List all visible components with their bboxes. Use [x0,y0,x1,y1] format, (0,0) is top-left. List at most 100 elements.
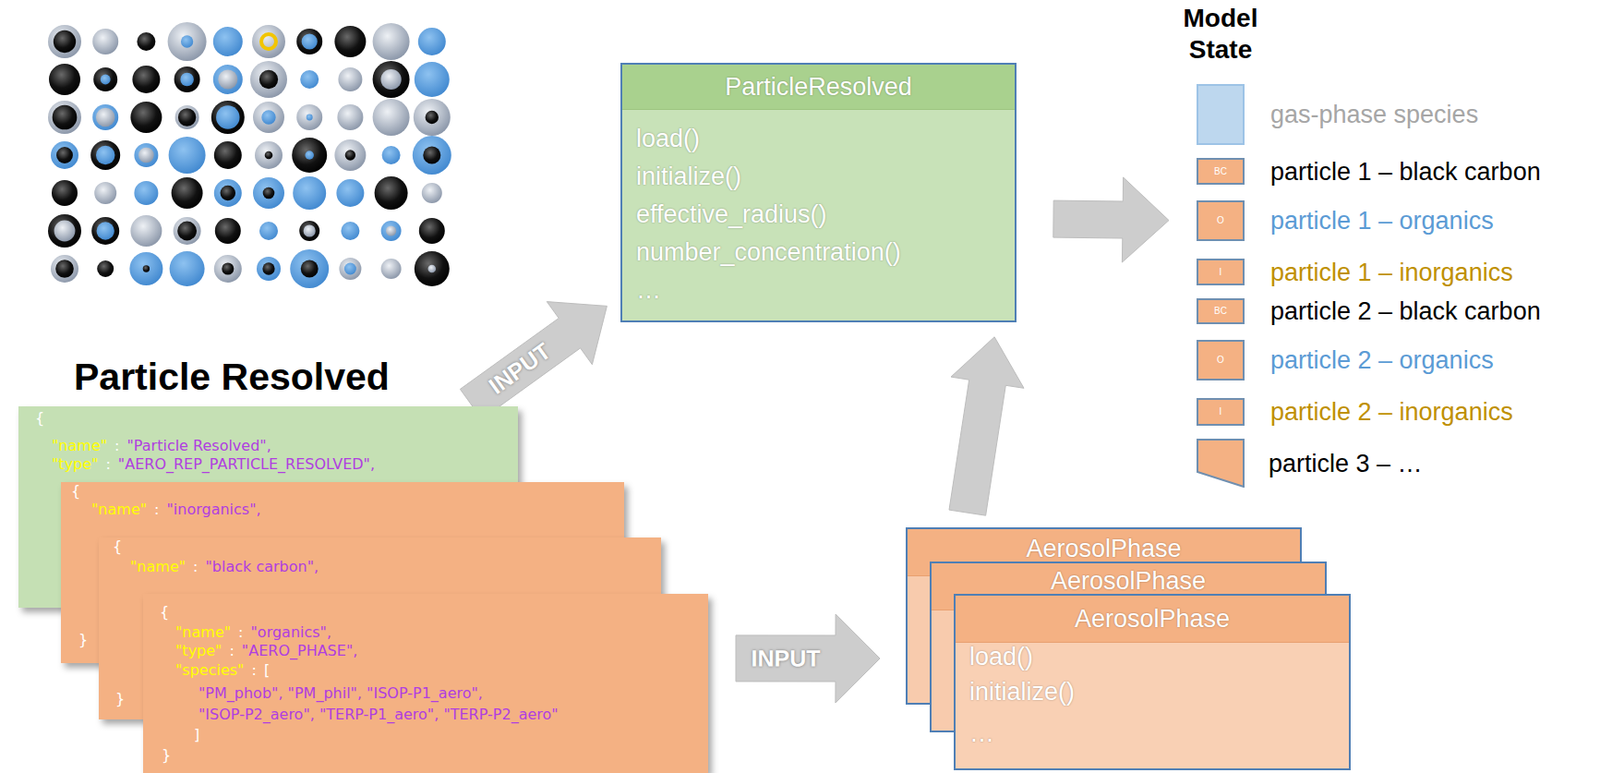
free-label: Model State [1165,2,1276,65]
code-line: "name":"inorganics", [91,500,262,519]
particle-circle [292,176,326,210]
particle-circle [96,260,114,277]
particle-circle [345,149,356,160]
particle-circle [299,220,320,241]
arrow-label: INPUT [485,338,555,398]
swatch-code: I [1198,407,1243,417]
code-token: } [115,689,125,709]
particle-circle [306,114,313,121]
method-name: number_concentration() [636,240,902,265]
code-line: { [159,602,169,622]
particle-circle [48,214,82,248]
particle-circle [133,143,158,168]
particle-circle [55,259,74,278]
state-swatch: Iparticle 2 – inorganics [1196,397,1245,426]
particle-circle [54,220,76,242]
code-token: "AERO_REP_PARTICLE_RESOLVED", [118,455,375,474]
particle-circle [412,135,452,175]
code-line: "type":"AERO_PHASE", [175,641,358,661]
particle-circle [340,221,360,241]
particle-circle [53,30,76,53]
particle-circle [252,101,285,133]
code-token: "type" [51,455,98,474]
swatch-shape [1196,438,1245,488]
particle-circle [422,145,441,164]
particle-circle [421,182,443,204]
code-token: "organics", [250,623,332,642]
particle-circle [180,72,194,87]
code-token: ] [193,725,200,745]
code-token: { [159,602,169,622]
particle-circle [96,108,116,128]
code-line: } [78,630,88,650]
particle-circle [143,264,150,272]
particle-circle [261,109,276,124]
code-token: { [71,481,81,501]
particle-circle [174,66,201,93]
particle-circle [413,98,451,136]
state-swatch: Iparticle 1 – inorganics [1196,258,1245,286]
particle-circle [337,67,362,92]
particle-circle [261,34,277,49]
particle-circle [211,100,245,134]
code-token: "name" [130,557,186,577]
swatch-code: O [1198,216,1243,226]
code-line: "name":"organics", [175,623,332,642]
particle-circle [296,28,323,55]
class-name: AerosolPhase [931,568,1325,594]
particle-circle [221,262,234,275]
particle-circle [180,35,193,48]
state-swatch: gas-phase species [1196,84,1245,145]
particle-circle [50,141,79,169]
particle-circle [301,33,318,49]
particle-circle [336,104,363,131]
state-label: particle 2 – organics [1270,345,1494,375]
particle-circle [132,65,160,94]
block-arrow [1053,177,1169,263]
particle-circle [178,108,196,126]
code-token: { [112,537,122,556]
particle-circle [256,256,281,281]
state-swatch: Oparticle 2 – organics [1196,339,1245,381]
code-line: "type": "AERO_REP_PARTICLE_RESOLVED", [51,455,375,474]
particle-circle [300,70,319,89]
particle-circle [94,181,117,205]
particle-circle [138,147,155,164]
particle-circle [129,252,163,286]
code-line: "species":[ [175,661,270,680]
particle-circle [300,260,319,278]
particle-circle [380,69,401,90]
code-token: : [192,557,198,577]
particle-circle [168,22,207,61]
code-token: [ [264,661,270,680]
particle-circle [96,221,115,240]
particle-circle [92,28,119,55]
block-arrow [735,613,880,703]
json-card: {"name":"organics","type":"AERO_PHASE","… [143,593,709,773]
method-name: load() [636,126,700,152]
code-line: { [35,409,45,428]
code-line: "ISOP-P2_aero", "TERP-P1_aero", "TERP-P2… [198,705,559,724]
particle-circle [130,215,162,247]
code-token: : [228,641,234,661]
code-token: : [105,455,110,474]
block-arrow [459,301,607,420]
particle-circle [372,60,410,98]
code-token: : [154,500,159,519]
method-name: effective_radius() [636,202,828,228]
block-arrow [949,336,1024,516]
particle-circle [93,67,118,92]
particle-circle [382,145,401,165]
code-token: } [78,630,88,650]
swatch-code: BC [1198,167,1243,177]
particle-circle [427,264,436,274]
particle-circle [334,25,366,58]
class-name: ParticleResolved [622,74,1015,100]
method-name: … [969,721,995,746]
particle-circle [91,216,120,245]
particle-circle [289,249,329,289]
particle-circle [130,101,162,133]
class-box: AerosolPhaseload()initialize()… [953,593,1351,770]
particle-circle [214,254,242,283]
method-name: initialize() [636,164,742,190]
